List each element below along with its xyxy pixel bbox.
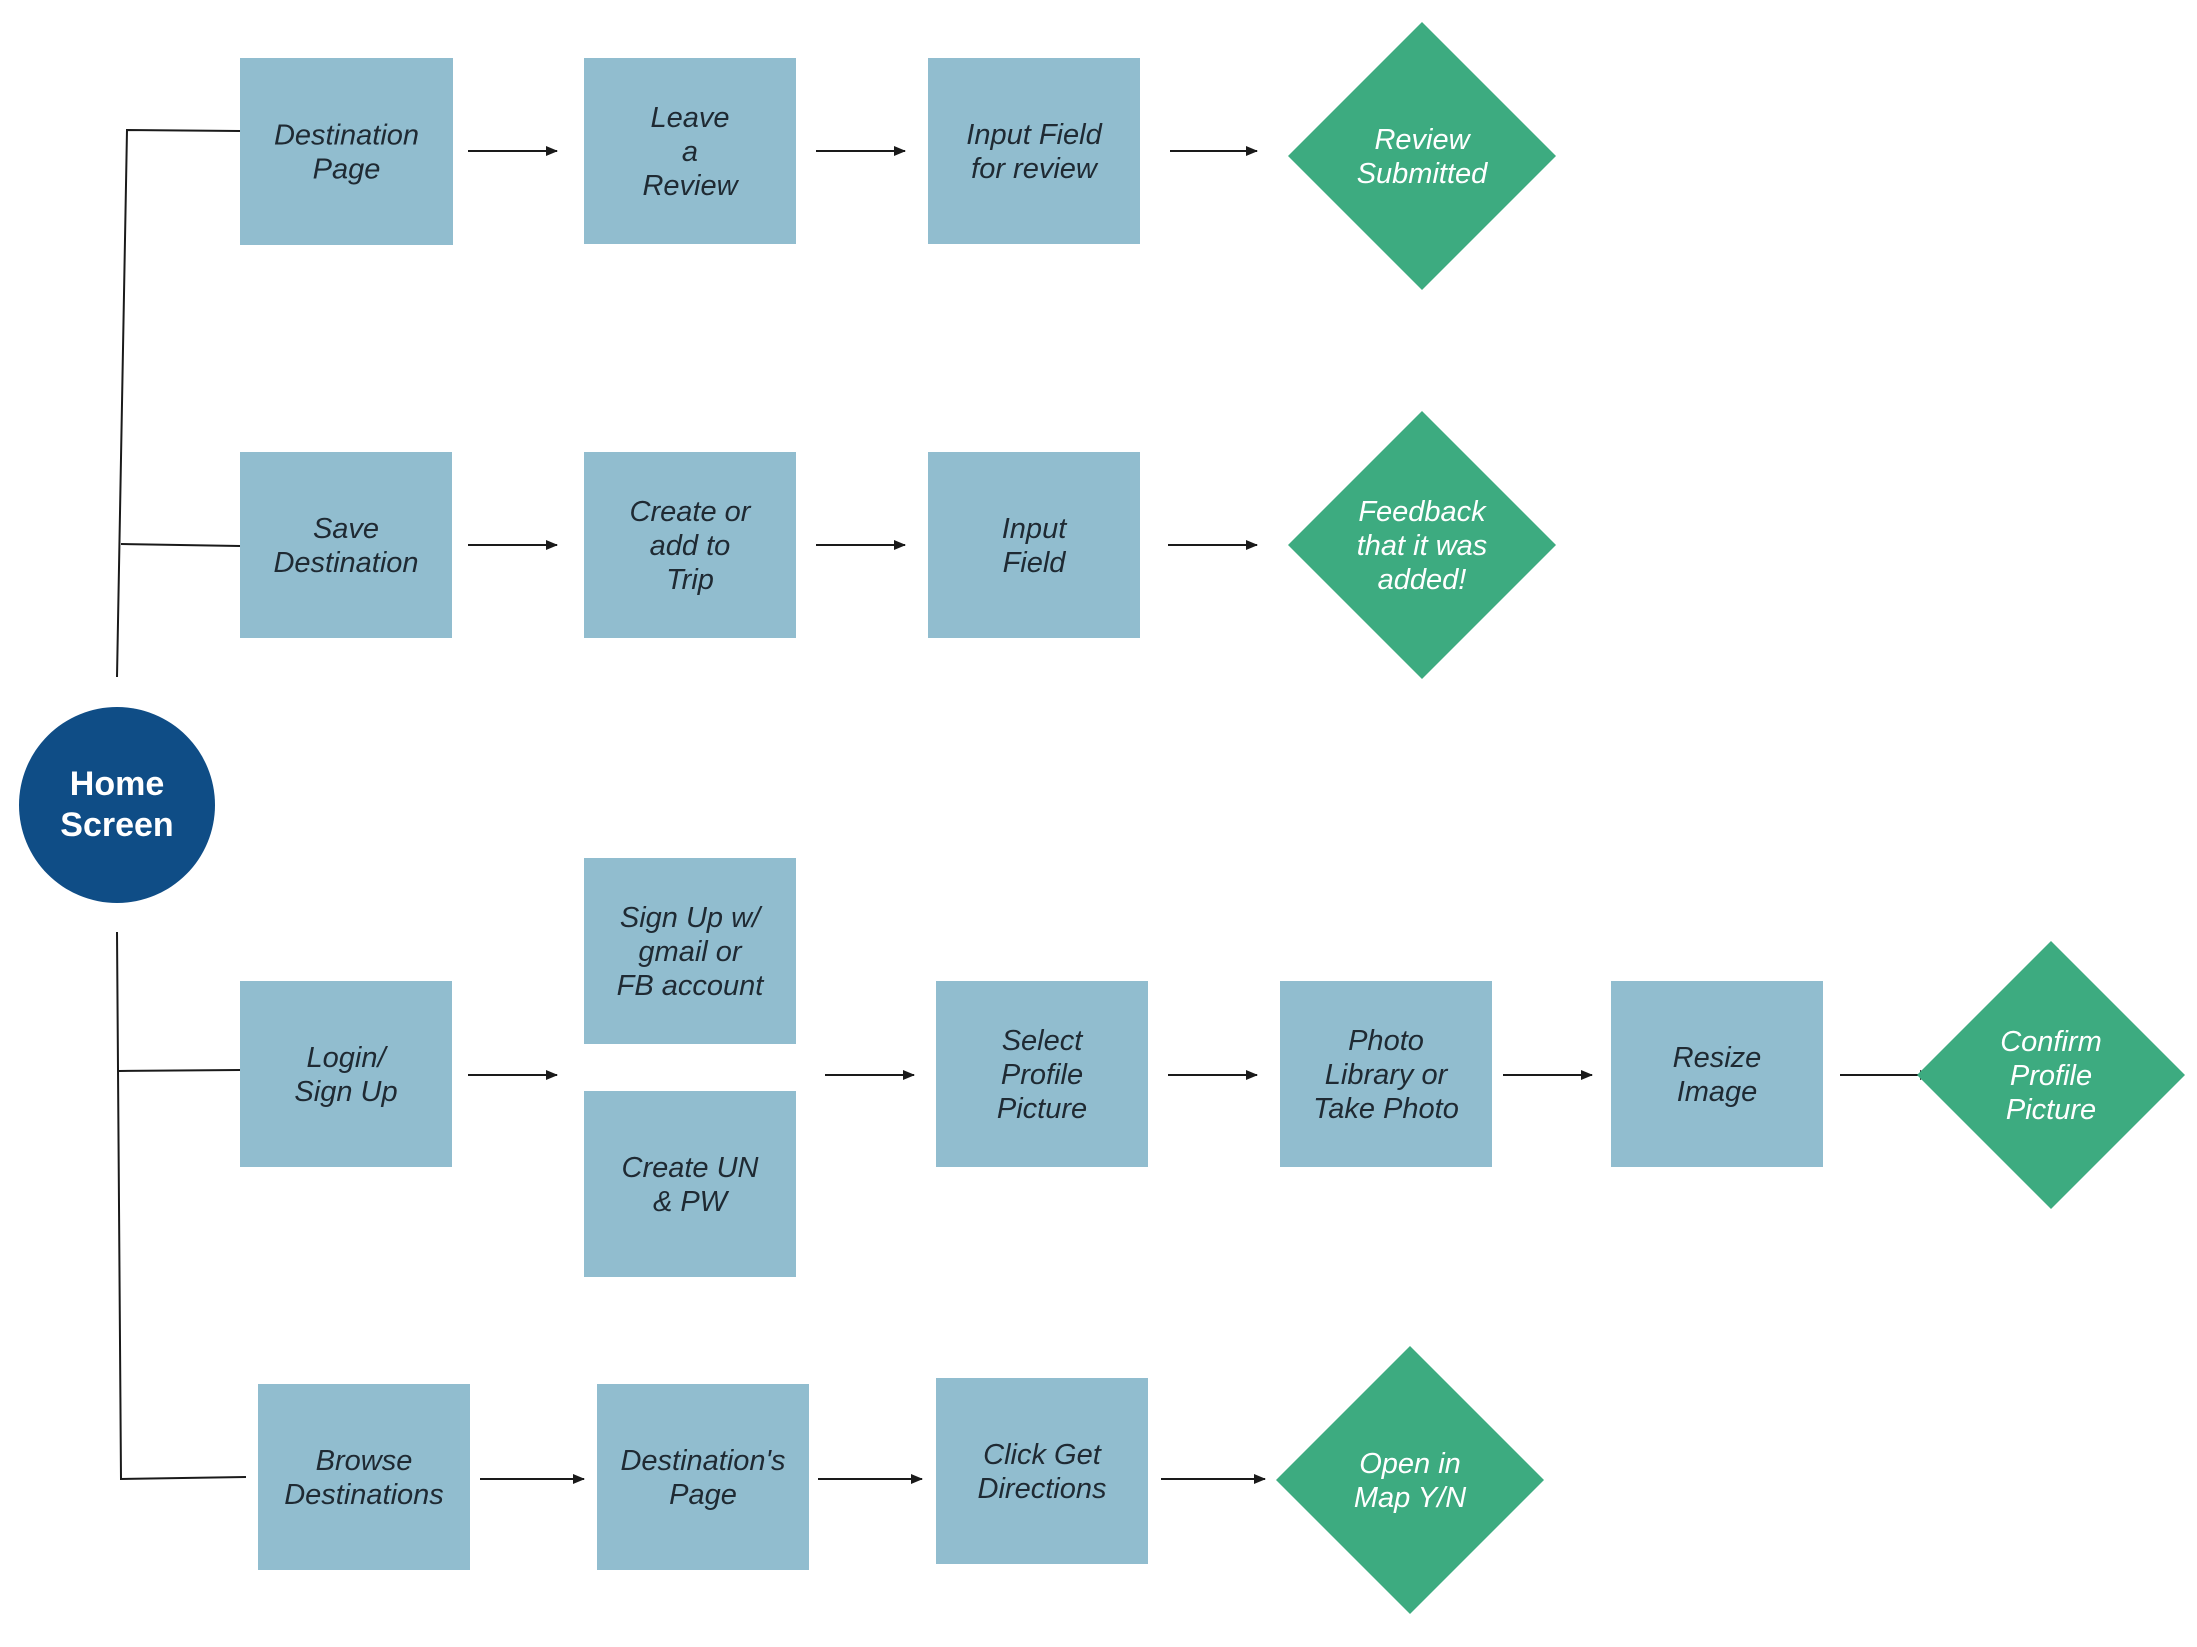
- step-label-line: Image: [1677, 1076, 1758, 1108]
- step-label-line: Click Get: [983, 1439, 1103, 1471]
- process-box: [584, 58, 796, 244]
- step-label-line: Feedback: [1358, 496, 1487, 528]
- step-label-line: Destination: [273, 547, 418, 579]
- step-label-line: Library or: [1325, 1059, 1449, 1091]
- step-label-line: Directions: [978, 1473, 1107, 1505]
- decision-diamond: [1276, 1346, 1544, 1614]
- step-label-line: Sign Up w/: [620, 902, 763, 934]
- step-label-line: Destinations: [284, 1479, 444, 1511]
- step-label-line: Destination: [274, 120, 419, 152]
- home-screen-label-line-2: Screen: [60, 806, 173, 844]
- process-box: [597, 1384, 809, 1570]
- step-label-line: Review: [1374, 124, 1471, 156]
- step-label-line: Picture: [997, 1093, 1087, 1125]
- step-label-line: FB account: [617, 970, 766, 1002]
- process-box: [1280, 981, 1492, 1167]
- step-label-line: Profile: [2010, 1060, 2092, 1092]
- step-label-line: Login/: [306, 1042, 388, 1074]
- process-box: [584, 858, 796, 1044]
- home-screen-circle: [19, 707, 215, 903]
- step-label-line: Confirm: [2000, 1026, 2102, 1058]
- step-label-line: Review: [642, 170, 739, 202]
- process-box: [240, 981, 452, 1167]
- process-box: [928, 58, 1140, 244]
- step-label-line: Browse: [316, 1445, 413, 1477]
- process-box: [258, 1384, 470, 1570]
- home-screen-label-line-1: Home: [70, 765, 164, 803]
- flow-arrows: [468, 146, 1932, 1484]
- process-box: [240, 58, 453, 245]
- decision-diamond: [1288, 411, 1556, 679]
- step-label-line: Open in: [1359, 1448, 1461, 1480]
- step-label-line: Profile: [1001, 1059, 1083, 1091]
- step-label-line: & PW: [653, 1186, 730, 1218]
- step-label-line: Page: [669, 1479, 737, 1511]
- step-label-line: gmail or: [638, 936, 742, 968]
- step-label-line: Photo: [1348, 1025, 1424, 1057]
- step-label-line: add to: [650, 530, 731, 562]
- step-label-line: Map Y/N: [1354, 1482, 1466, 1514]
- step-label-line: Submitted: [1357, 158, 1488, 190]
- process-box: [584, 1091, 796, 1277]
- decision-diamond: [1917, 941, 2185, 1209]
- decision-diamond: [1288, 22, 1556, 290]
- process-box: [584, 452, 796, 638]
- branch-connector-login: [118, 1069, 241, 1072]
- step-label-line: Sign Up: [294, 1076, 397, 1108]
- step-label-line: for review: [971, 153, 1099, 185]
- step-label-line: Input: [1002, 513, 1068, 545]
- step-label-line: Resize: [1673, 1042, 1762, 1074]
- step-label-line: Create UN: [622, 1152, 759, 1184]
- branch-connector-bottom: [116, 931, 247, 1481]
- step-label-line: Leave: [650, 102, 729, 134]
- branch-connectors: [116, 128, 247, 1481]
- step-label-line: Destination's: [620, 1445, 785, 1477]
- step-label-line: Create or: [630, 496, 752, 528]
- step-label-line: Page: [313, 154, 381, 186]
- step-label-line: Input Field: [966, 119, 1102, 151]
- branch-connector-save: [120, 543, 241, 547]
- step-label-line: added!: [1378, 564, 1467, 596]
- step-label-line: Take Photo: [1313, 1093, 1459, 1125]
- process-box: [928, 452, 1140, 638]
- step-label-line: a: [682, 136, 698, 168]
- process-box: [240, 452, 452, 638]
- process-box: [936, 1378, 1148, 1564]
- process-box: [936, 981, 1148, 1167]
- step-label-line: Select: [1002, 1025, 1085, 1057]
- step-label-line: Trip: [666, 564, 714, 596]
- branch-connector-top: [116, 128, 241, 678]
- step-label-line: Save: [313, 513, 379, 545]
- step-label-line: Field: [1003, 547, 1067, 579]
- process-box: [1611, 981, 1823, 1167]
- step-label-line: that it was: [1357, 530, 1488, 562]
- home-screen-node: Home Screen: [19, 707, 215, 903]
- step-label-line: Picture: [2006, 1094, 2096, 1126]
